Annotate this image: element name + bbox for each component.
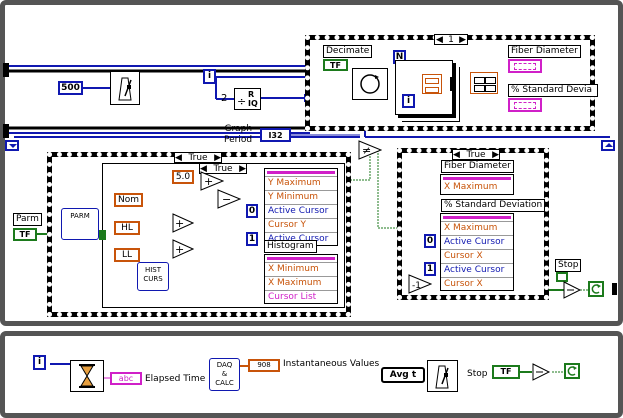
fiber-diameter-label: Fiber Diameter	[508, 45, 581, 58]
decimate-label: Decimate	[323, 45, 373, 58]
loop-condition-icon[interactable]	[588, 281, 604, 297]
parm-subvi-icon[interactable]: PARM	[61, 208, 99, 240]
svg-text:-1: -1	[412, 281, 421, 291]
right-constant-one[interactable]: 1	[424, 262, 436, 276]
inner-case-tunnel	[99, 230, 106, 240]
main-loop-frame	[0, 0, 623, 326]
not-node-icon[interactable]	[563, 281, 583, 299]
svg-text:+: +	[204, 175, 213, 188]
bottom-loop-frame	[0, 331, 623, 418]
case-selector-true-left[interactable]: ◀True▶	[174, 152, 222, 163]
loop-tunnel-left-icon	[5, 140, 19, 151]
metronome-icon[interactable]	[110, 71, 140, 105]
not-equal-compare-icon[interactable]: ≠	[358, 140, 383, 160]
bottom-metronome-icon[interactable]	[427, 360, 458, 392]
bottom-loop-condition-icon[interactable]	[564, 363, 580, 379]
property-item: Cursor X	[441, 249, 513, 263]
property-item: X Maximum	[265, 276, 337, 290]
shift-register-left-top	[3, 63, 9, 77]
ll-control[interactable]: LL	[114, 248, 140, 262]
property-item: Cursor List	[265, 290, 337, 304]
decimate-loop-icon[interactable]	[352, 68, 388, 100]
right-constant-zero[interactable]: 0	[424, 234, 436, 248]
property-item: Y Minimum	[265, 190, 337, 204]
histogram-label: Histogram	[264, 240, 317, 253]
constant-500[interactable]: 500	[58, 81, 83, 95]
hourglass-wait-icon[interactable]	[70, 360, 104, 392]
elapsed-time-label: Elapsed Time	[145, 374, 206, 384]
std-deviation-label: % Standard Devia	[508, 84, 598, 97]
add-node-2-icon[interactable]: +	[172, 239, 195, 259]
svg-text:≠: ≠	[362, 144, 371, 157]
quotient-remainder-icon[interactable]: ÷ R IQ	[234, 88, 261, 110]
property-item: Active Cursor	[441, 263, 513, 277]
property-item: Active Cursor	[441, 235, 513, 249]
right-edge-tunnel	[612, 283, 617, 295]
constant-one[interactable]: 1	[246, 232, 258, 246]
shift-register-left-bottom	[3, 124, 9, 138]
instantaneous-values-indicator: 908	[248, 359, 280, 372]
unbundle-node-icon[interactable]	[470, 72, 498, 94]
add-node-1-icon[interactable]: +	[172, 213, 195, 233]
constant-2[interactable]: 2	[221, 93, 228, 104]
property-item: X Maximum	[441, 221, 513, 235]
right-property-node-1[interactable]: X Maximum	[440, 174, 514, 195]
parm-label: Parm	[13, 213, 42, 226]
graph-period-i32-control[interactable]: I32	[260, 128, 291, 142]
std-deviation-indicator-icon	[508, 98, 542, 112]
svg-text:−: −	[222, 193, 231, 206]
right-fiber-diameter-label: Fiber Diameter	[441, 160, 514, 173]
constant-5[interactable]: 5.0	[172, 170, 194, 184]
bottom-not-node-icon[interactable]	[532, 363, 552, 381]
negate-node-icon[interactable]: -1	[408, 274, 433, 294]
parm-tf-control[interactable]: TF	[13, 228, 37, 241]
svg-text:+: +	[175, 217, 184, 230]
loop-index-i-inner: i	[402, 94, 415, 108]
constant-zero[interactable]: 0	[246, 204, 258, 218]
fiber-diameter-indicator-icon	[508, 59, 542, 73]
property-item: Active Cursor	[265, 232, 337, 246]
iteration-index-i: i	[203, 69, 216, 84]
bundle-node-icon[interactable]	[422, 74, 442, 94]
property-item: Cursor X	[441, 277, 513, 291]
stop-boolean-indicator	[556, 272, 568, 282]
loop-tunnel-output	[450, 77, 456, 91]
subtract-node-icon[interactable]: −	[217, 189, 242, 209]
right-x-maximum-item: X Maximum	[444, 182, 498, 192]
property-item: Y Maximum	[265, 176, 337, 190]
instantaneous-values-label: Instantaneous Values	[283, 359, 380, 369]
property-item: X Minimum	[265, 262, 337, 276]
daq-calc-subvi-icon[interactable]: DAQ&CALC	[209, 358, 240, 391]
stop-label-top: Stop	[555, 259, 582, 272]
bottom-stop-label: Stop	[467, 369, 488, 379]
loop-tunnel-right-icon	[601, 140, 615, 151]
bottom-stop-tf-control[interactable]: TF	[492, 365, 520, 379]
nom-control[interactable]: Nom	[114, 193, 143, 207]
case-selector-true-right[interactable]: ◀True▶	[452, 149, 500, 160]
case-selector-1[interactable]: ◀1▶	[434, 34, 468, 45]
hl-control[interactable]: HL	[114, 221, 140, 235]
tf-boolean-control[interactable]: TF	[323, 59, 348, 71]
property-item: Cursor Y	[265, 218, 337, 232]
elapsed-time-indicator: abc	[110, 372, 142, 385]
multiply-node-icon[interactable]: +	[200, 171, 225, 191]
avg-t-control[interactable]: Avg t	[381, 367, 425, 383]
case-selector-true-inner[interactable]: ◀True▶	[199, 163, 247, 174]
right-std-dev-label: % Standard Deviation	[441, 199, 546, 212]
property-item: Active Cursor	[265, 204, 337, 218]
svg-text:+: +	[175, 243, 184, 256]
bottom-iteration-i: i	[33, 355, 46, 370]
